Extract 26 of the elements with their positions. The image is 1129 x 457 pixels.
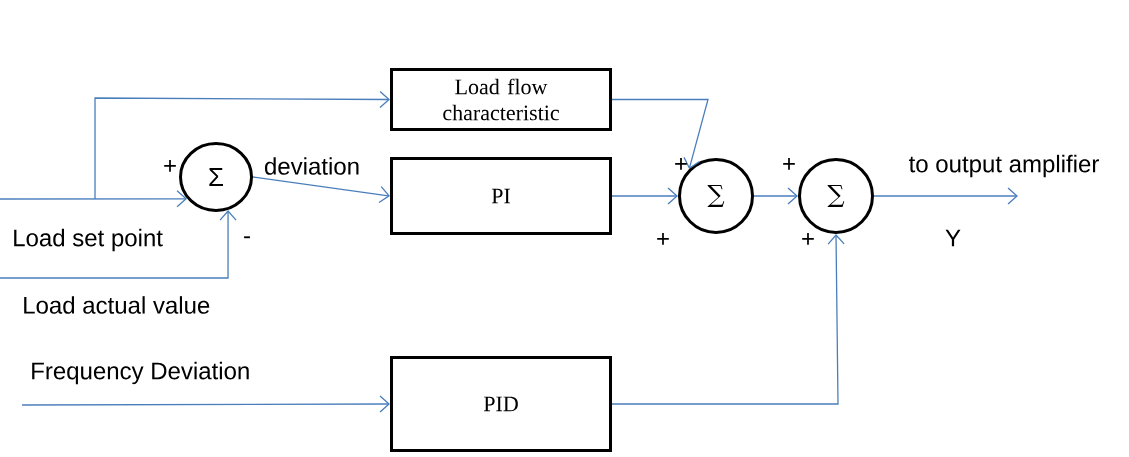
arrow [94,90,390,200]
arrow [0,210,237,279]
signal-label: Y [945,229,961,247]
sign-label: + [675,158,687,170]
summing-junction: Σ [179,142,253,212]
summing-junction: ∑ [798,158,874,234]
sign-label: + [783,158,795,170]
arrow [21,395,390,413]
edge-label: deviation [263,156,362,176]
signal-label: Frequency Deviation [32,361,249,385]
process-box: PI [390,157,612,235]
sign-label: + [657,233,669,245]
edge-label: to output amplifier [907,153,1101,179]
arrow [611,98,709,170]
arrow [611,187,678,205]
process-box: Load flow characteristic [390,68,612,131]
signal-label: Load set point [14,228,163,252]
sign-label: + [802,233,814,245]
signal-label: Load actual value [24,296,210,314]
arrow [0,190,188,208]
arrow [753,187,798,205]
arrow [873,187,1018,205]
sign-label: - [244,236,250,239]
process-box: PID [390,356,612,452]
arrow [611,234,845,405]
arrow [252,176,390,204]
